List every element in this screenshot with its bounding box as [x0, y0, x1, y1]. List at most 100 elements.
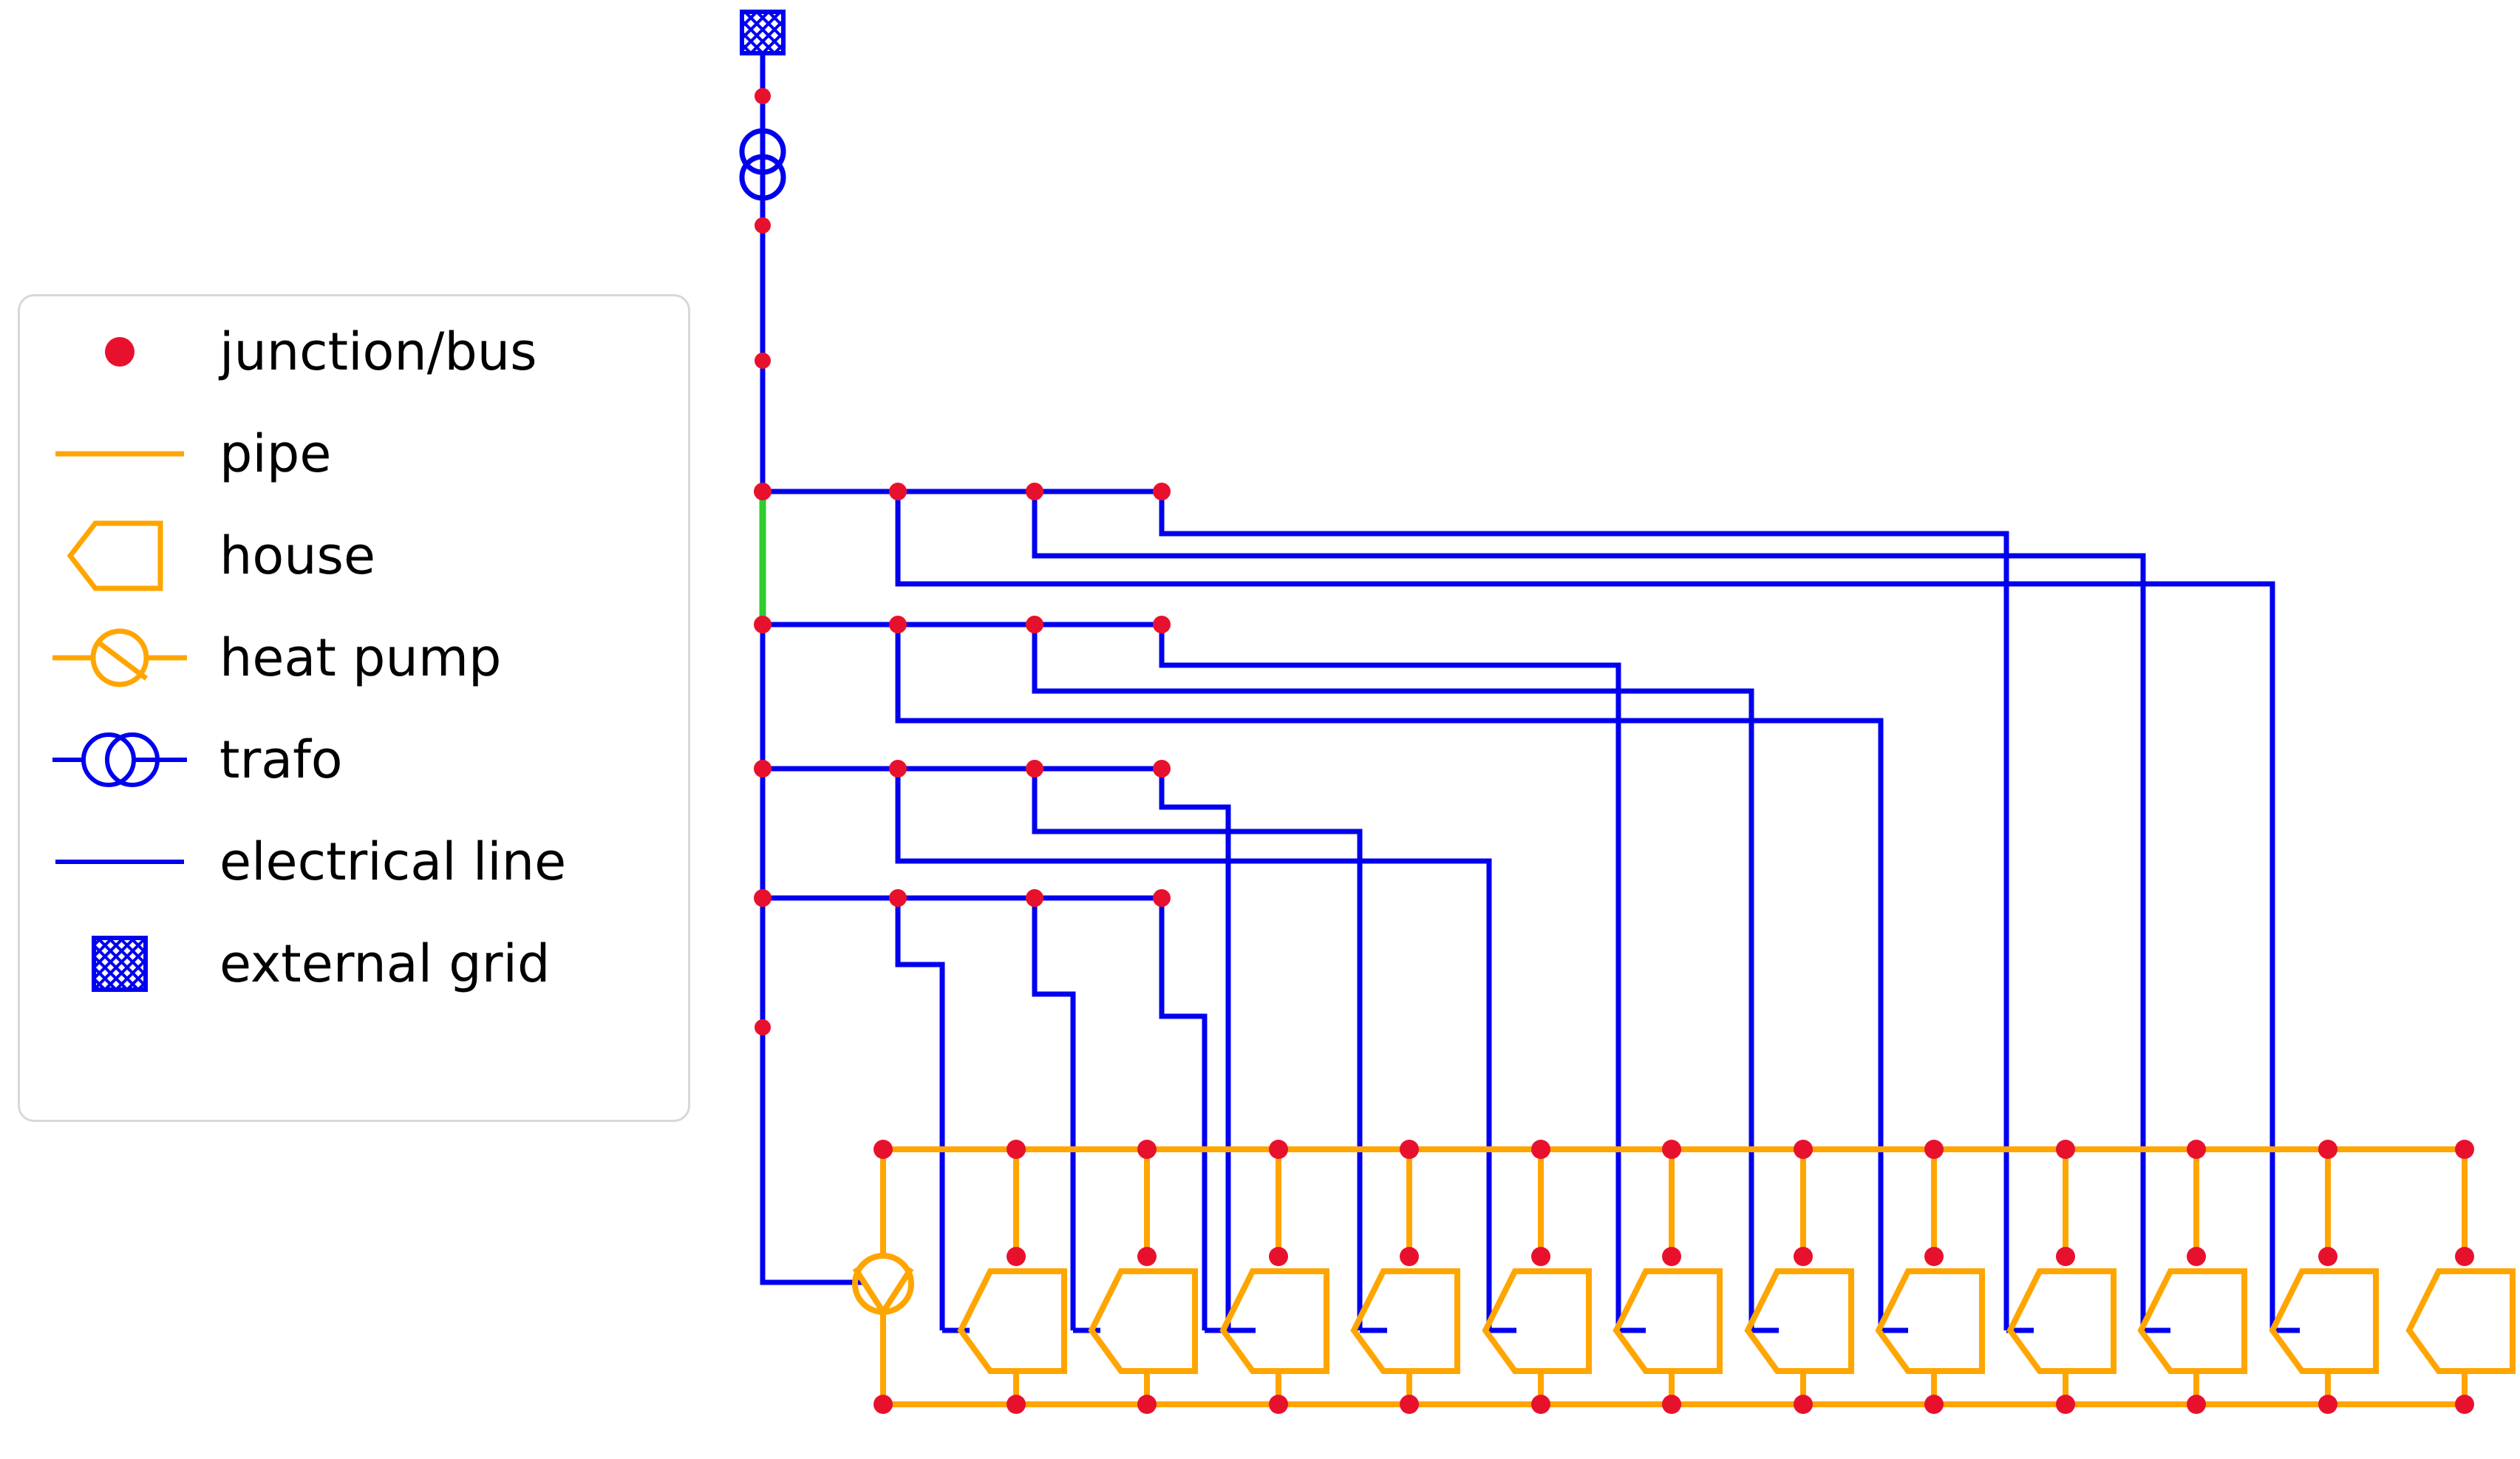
feeder-4-branch-b	[1032, 898, 1076, 1330]
house-unit	[957, 1149, 1067, 1404]
junction-dot	[874, 1140, 893, 1159]
junction-dot	[1662, 1247, 1681, 1266]
house-unit	[1088, 1149, 1198, 1404]
legend-item-external-grid: external grid	[20, 908, 688, 1019]
feeder-2-branch-a	[895, 625, 1884, 1330]
heat-pump-icon	[20, 602, 219, 713]
junction-dot	[2187, 1140, 2206, 1159]
house-unit	[1613, 1149, 1723, 1404]
external-grid-icon	[740, 10, 786, 55]
junction-dot	[2056, 1140, 2075, 1159]
junction-dot	[754, 616, 772, 633]
junction-dot	[1137, 1395, 1157, 1414]
legend-label-external-grid: external grid	[219, 933, 551, 994]
junction-dot	[2056, 1395, 2075, 1414]
house-unit	[2006, 1149, 2117, 1404]
junction-dot	[1531, 1395, 1550, 1414]
junction-dot	[1153, 483, 1171, 500]
junction-dot	[1924, 1140, 1944, 1159]
junction-dot	[1007, 1395, 1026, 1414]
junction-dot	[1007, 1247, 1026, 1266]
junction-dot	[2056, 1247, 2075, 1266]
junction-dot	[2455, 1395, 2474, 1414]
house-unit	[1875, 1149, 1985, 1404]
feeder-2-branch-b	[1032, 625, 1754, 1330]
junction-dot	[1400, 1247, 1419, 1266]
junction-dot	[2318, 1140, 2337, 1159]
junction-dot	[2455, 1140, 2474, 1159]
junction-dot	[755, 217, 771, 234]
external-grid-icon	[20, 908, 219, 1019]
junction-dot	[1662, 1140, 1681, 1159]
house-unit	[1744, 1149, 1854, 1404]
legend-item-pipe: pipe	[20, 398, 688, 509]
house-group	[957, 1149, 2516, 1404]
legend-item-junction: junction/bus	[20, 296, 688, 407]
legend-item-heat-pump: heat pump	[20, 602, 688, 713]
house-icon	[20, 500, 219, 611]
junction-dot	[1924, 1395, 1944, 1414]
legend-label-pipe: pipe	[219, 424, 332, 484]
house-unit	[1219, 1149, 1329, 1404]
junction-dot	[1794, 1247, 1813, 1266]
junction-dot	[889, 889, 907, 907]
junction-dot	[1662, 1395, 1681, 1414]
junction-dot-icon	[20, 296, 219, 407]
junction-dot	[1400, 1140, 1419, 1159]
junction-dot	[754, 483, 772, 500]
junction-dot	[755, 1019, 771, 1035]
feeder-1-branch-b	[1032, 492, 2146, 1330]
junction-dot	[1531, 1140, 1550, 1159]
junction-dot	[1026, 483, 1043, 500]
junction-dot	[1794, 1395, 1813, 1414]
legend-label-heat-pump: heat pump	[219, 628, 502, 688]
junction-dot	[1153, 889, 1171, 907]
junction-dot	[1137, 1140, 1157, 1159]
feeder-3-branch-a	[895, 769, 1492, 1330]
feeder-2-branch-c	[1159, 625, 1621, 1330]
junction-dot	[1924, 1247, 1944, 1266]
junction-dot	[1400, 1395, 1419, 1414]
feeder-3-branch-c	[1159, 769, 1231, 1330]
junction-dot	[889, 760, 907, 778]
junction-dot	[874, 1395, 893, 1414]
junction-dot	[1026, 616, 1043, 633]
heat-pump-icon	[852, 1253, 914, 1318]
electrical-line-icon	[20, 806, 219, 917]
main-bus-line-lower	[760, 625, 863, 1285]
house-unit	[2137, 1149, 2247, 1404]
junction-dots	[754, 88, 2474, 1414]
pipe-line-icon	[20, 398, 219, 509]
junction-dot	[889, 483, 907, 500]
legend-item-trafo: trafo	[20, 704, 688, 815]
junction-dot	[755, 353, 771, 369]
junction-dot	[1269, 1140, 1288, 1159]
junction-dot	[1153, 760, 1171, 778]
house-unit	[1350, 1149, 1460, 1404]
junction-dot	[2455, 1247, 2474, 1266]
feeder-1-branch-c	[1159, 492, 2009, 1330]
junction-dot	[1794, 1140, 1813, 1159]
junction-dot	[1153, 616, 1171, 633]
legend-panel: junction/bus pipe house heat pump	[18, 294, 690, 1122]
electrical-network	[739, 53, 2300, 1333]
heating-network	[852, 1146, 2465, 1407]
junction-dot	[755, 88, 771, 104]
legend-label-junction: junction/bus	[219, 322, 537, 382]
house-unit	[2269, 1149, 2379, 1404]
house-unit	[1482, 1149, 1592, 1404]
legend-label-trafo: trafo	[219, 730, 343, 790]
junction-dot	[1531, 1247, 1550, 1266]
junction-dot	[2318, 1247, 2337, 1266]
junction-dot	[1269, 1395, 1288, 1414]
junction-dot	[2318, 1395, 2337, 1414]
legend-label-house: house	[219, 526, 376, 586]
junction-dot	[1137, 1247, 1157, 1266]
trafo-icon	[20, 704, 219, 815]
house-unit	[2405, 1149, 2516, 1404]
junction-dot	[1007, 1140, 1026, 1159]
legend-label-electrical-line: electrical line	[219, 831, 567, 892]
junction-dot	[2187, 1247, 2206, 1266]
feeder-1-branch-a	[895, 492, 2275, 1330]
